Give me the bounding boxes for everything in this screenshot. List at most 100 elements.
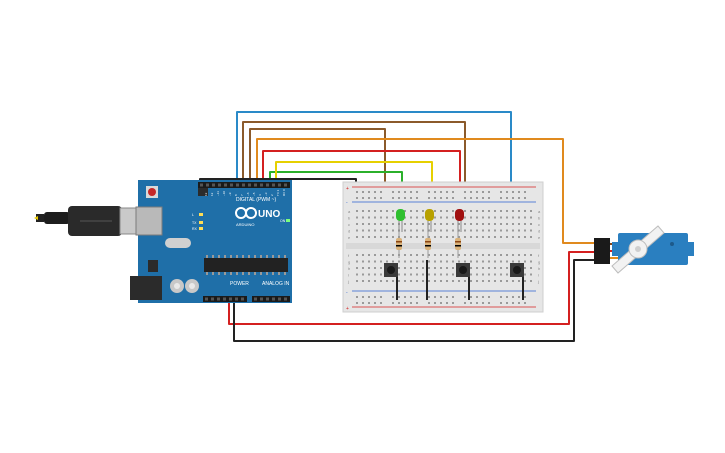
- chip-pin: [266, 255, 268, 258]
- header-hole[interactable]: [212, 183, 215, 187]
- breadboard-hole: [380, 296, 382, 298]
- breadboard-hole: [440, 229, 442, 232]
- header-hole[interactable]: [223, 297, 226, 301]
- breadboard-hole: [356, 210, 358, 212]
- digital-header-holes: [200, 183, 287, 187]
- header-hole[interactable]: [266, 183, 269, 187]
- breadboard-hole: [428, 273, 430, 276]
- header-hole[interactable]: [229, 297, 232, 301]
- model-label: UNO: [258, 209, 280, 220]
- breadboard-hole: [386, 280, 388, 282]
- breadboard-hole: [506, 273, 508, 276]
- resistor-2-body: [425, 238, 431, 250]
- led-yellow[interactable]: [425, 209, 434, 232]
- breadboard-hole: [494, 216, 496, 219]
- breadboard-hole: [362, 236, 364, 238]
- breadboard-hole: [470, 216, 472, 219]
- wire-black-power[interactable]: [233, 259, 596, 342]
- on-led: [286, 219, 290, 222]
- breadboard-holes: [356, 191, 532, 304]
- breadboard-hole: [530, 260, 532, 263]
- header-hole[interactable]: [272, 297, 275, 301]
- push-button-3[interactable]: [510, 263, 524, 300]
- breadboard-hole: [524, 236, 526, 238]
- analog-header-label: ANALOG IN: [262, 281, 290, 287]
- breadboard-hole: [374, 296, 376, 298]
- header-hole[interactable]: [218, 183, 221, 187]
- digital-pin-label: 12: [210, 192, 214, 196]
- header-hole[interactable]: [260, 183, 263, 187]
- servo-motor[interactable]: [594, 225, 694, 274]
- push-button-1[interactable]: [384, 263, 398, 300]
- breadboard-hole: [512, 191, 514, 193]
- header-hole[interactable]: [235, 297, 238, 301]
- header-hole[interactable]: [217, 297, 220, 301]
- wire-red-power[interactable]: [228, 251, 596, 325]
- resistor-1-body: [396, 238, 402, 250]
- breadboard-hole: [512, 236, 514, 238]
- header-hole[interactable]: [272, 183, 275, 187]
- header-hole[interactable]: [242, 183, 245, 187]
- breadboard-hole: [518, 223, 520, 225]
- header-hole[interactable]: [278, 297, 281, 301]
- header-hole[interactable]: [241, 297, 244, 301]
- header-hole[interactable]: [284, 183, 287, 187]
- header-hole[interactable]: [248, 183, 251, 187]
- header-hole[interactable]: [254, 297, 257, 301]
- breadboard-hole: [416, 229, 418, 232]
- breadboard-hole: [506, 280, 508, 282]
- header-hole[interactable]: [260, 297, 263, 301]
- breadboard-hole: [500, 229, 502, 232]
- header-hole[interactable]: [206, 183, 209, 187]
- breadboard-hole: [404, 302, 406, 304]
- breadboard-hole: [416, 280, 418, 282]
- resistor-3[interactable]: [455, 232, 461, 258]
- chip-pin: [212, 272, 214, 275]
- breadboard-hole: [386, 229, 388, 232]
- resistor-1[interactable]: [396, 232, 402, 258]
- resistor-2[interactable]: [425, 232, 431, 258]
- breadboard-hole: [404, 210, 406, 212]
- push-button-2[interactable]: [456, 263, 470, 300]
- capacitor-2-top: [189, 283, 195, 289]
- breadboard-hole: [482, 197, 484, 199]
- breadboard-hole: [464, 260, 466, 263]
- led-green[interactable]: [396, 209, 405, 232]
- header-hole[interactable]: [254, 183, 257, 187]
- breadboard-hole: [434, 302, 436, 304]
- breadboard-hole: [380, 254, 382, 256]
- header-hole[interactable]: [200, 183, 203, 187]
- header-hole[interactable]: [205, 297, 208, 301]
- breadboard-hole: [482, 254, 484, 256]
- breadboard-hole: [362, 267, 364, 269]
- header-hole[interactable]: [236, 183, 239, 187]
- breadboard-hole: [404, 191, 406, 193]
- row-letter: b: [538, 216, 541, 221]
- breadboard-hole: [386, 254, 388, 256]
- header-hole[interactable]: [284, 297, 287, 301]
- breadboard-hole: [494, 280, 496, 282]
- header-hole[interactable]: [266, 297, 269, 301]
- breadboard-hole: [524, 267, 526, 269]
- breadboard-hole: [476, 236, 478, 238]
- header-hole[interactable]: [230, 183, 233, 187]
- chip-pin: [284, 255, 286, 258]
- breadboard-hole: [512, 223, 514, 225]
- breadboard-hole: [458, 223, 460, 225]
- led-red[interactable]: [455, 209, 464, 232]
- wire-brown-1[interactable]: [242, 121, 466, 240]
- header-hole[interactable]: [211, 297, 214, 301]
- breadboard-hole: [482, 223, 484, 225]
- header-hole[interactable]: [278, 183, 281, 187]
- breadboard-hole: [422, 273, 424, 276]
- chip-pin: [278, 272, 280, 275]
- breadboard-hole: [434, 267, 436, 269]
- wire-orange[interactable]: [256, 138, 596, 244]
- power-header-holes: [205, 297, 244, 301]
- push-button-1-cap: [387, 266, 395, 274]
- arduino-uno[interactable]: UNO ARDUINO DIGITAL (PWM ~) POWER ANALOG…: [130, 180, 292, 303]
- header-hole[interactable]: [224, 183, 227, 187]
- breadboard-hole: [446, 273, 448, 276]
- breadboard-hole: [428, 302, 430, 304]
